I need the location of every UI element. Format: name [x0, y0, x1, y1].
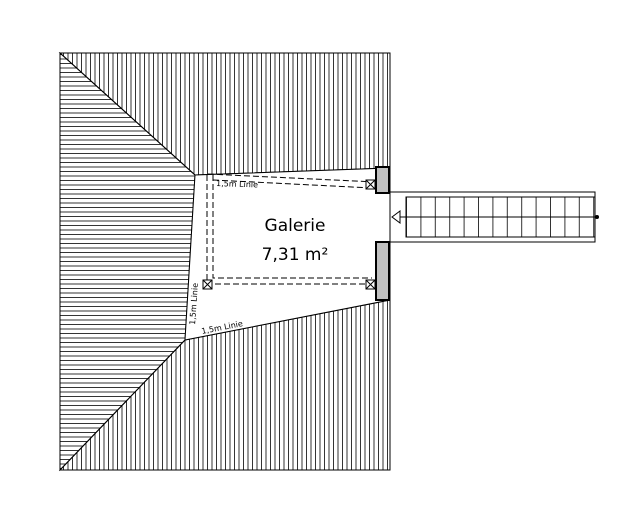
- dimension-label-top: 1,5m Linie: [216, 179, 258, 189]
- dimension-label-left: 1,5m Linie: [188, 283, 200, 326]
- cross-marker-bottom-left: [202, 279, 213, 290]
- staircase: [389, 191, 599, 243]
- cross-marker-bottom-right: [365, 279, 376, 290]
- room-area: 7,31 m²: [262, 245, 329, 265]
- cross-marker-top: [365, 179, 376, 190]
- stair-direction-arrow: [391, 210, 401, 224]
- wall-segment-bottom: [375, 241, 390, 301]
- room-name: Galerie: [265, 216, 326, 236]
- wall-segment-top: [375, 166, 390, 194]
